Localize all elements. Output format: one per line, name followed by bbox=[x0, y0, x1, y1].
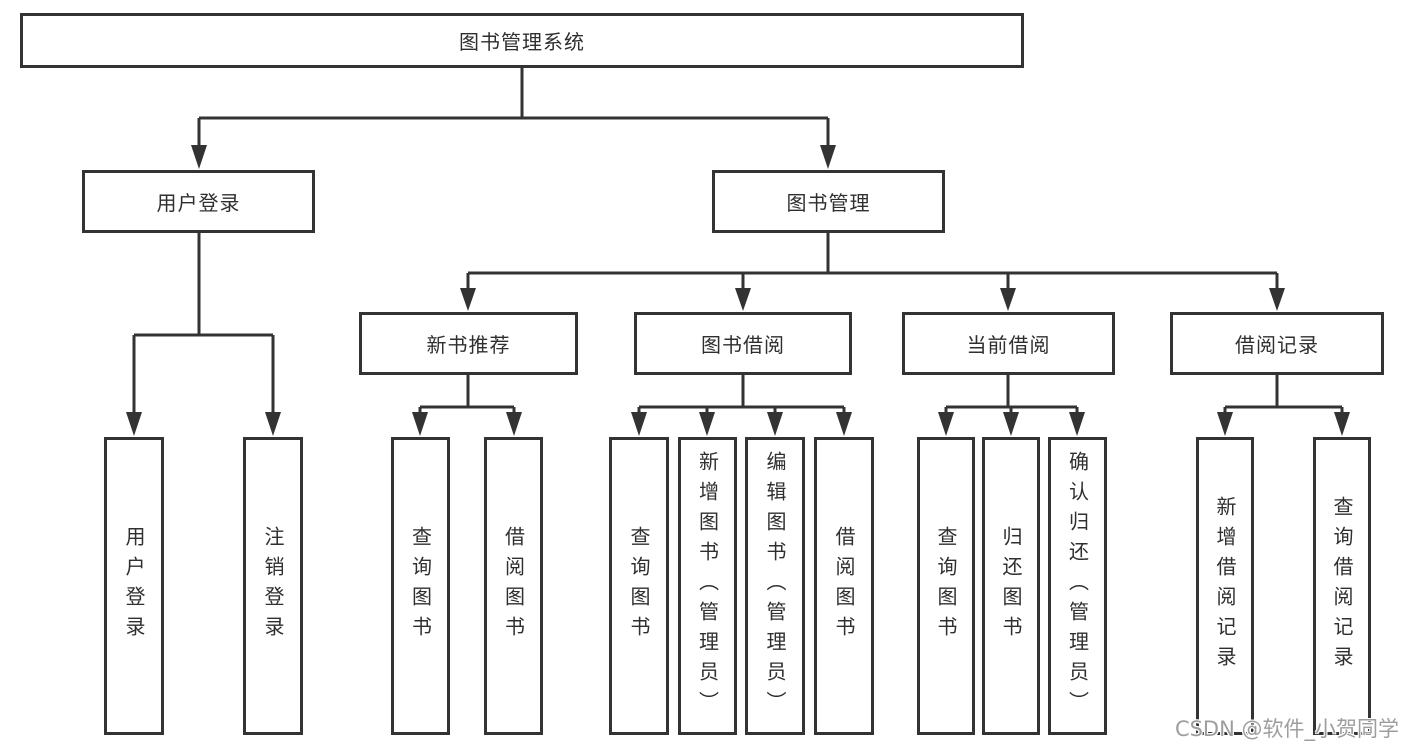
node-label: 新增图书（管理员） bbox=[695, 451, 720, 721]
node-label: 查询图书 bbox=[627, 526, 651, 646]
leaf-logout: 注销登录 bbox=[243, 437, 303, 735]
node-label: 确认归还（管理员） bbox=[1065, 451, 1090, 721]
arrowhead-icon bbox=[631, 412, 647, 436]
connector-line bbox=[466, 233, 1279, 292]
connector-current-borrow-to-children bbox=[938, 375, 1085, 436]
node-label: 归还图书 bbox=[999, 526, 1023, 646]
node-label: 查询图书 bbox=[934, 526, 958, 646]
node-label: 借阅图书 bbox=[832, 526, 856, 646]
node-user-login: 用户登录 bbox=[82, 170, 315, 233]
connector-book-borrow-to-children bbox=[631, 375, 852, 436]
leaf-query-books-current: 查询图书 bbox=[917, 437, 975, 735]
leaf-edit-books-admin: 编辑图书（管理员） bbox=[745, 437, 805, 735]
node-book-borrow: 图书借阅 bbox=[634, 312, 852, 375]
connector-line bbox=[418, 375, 516, 416]
leaf-query-books-borrow: 查询图书 bbox=[609, 437, 669, 735]
arrowhead-icon bbox=[265, 412, 281, 436]
arrowhead-icon bbox=[460, 288, 476, 311]
leaf-confirm-return-admin: 确认归还（管理员） bbox=[1048, 437, 1107, 735]
arrowhead-icon bbox=[1269, 288, 1285, 311]
connector-new-book-to-children bbox=[412, 375, 522, 436]
connector-line bbox=[132, 233, 275, 416]
arrowhead-icon bbox=[938, 412, 954, 436]
node-root-system: 图书管理系统 bbox=[20, 13, 1024, 68]
arrowhead-icon bbox=[1217, 412, 1233, 436]
node-label: 查询图书 bbox=[408, 526, 433, 646]
node-label: 借阅记录 bbox=[1235, 333, 1319, 357]
node-label: 图书管理系统 bbox=[459, 30, 585, 54]
arrowhead-icon bbox=[191, 145, 207, 169]
arrowhead-icon bbox=[699, 412, 715, 436]
connector-root-to-level2 bbox=[191, 68, 836, 169]
node-label: 新书推荐 bbox=[426, 333, 511, 357]
connector-line bbox=[1223, 375, 1344, 416]
csdn-watermark: CSDN @软件_小贺同学 bbox=[1174, 717, 1399, 741]
arrowhead-icon bbox=[1003, 412, 1019, 436]
arrowhead-icon bbox=[506, 412, 522, 436]
connector-borrow-record-to-children bbox=[1217, 375, 1350, 436]
node-label: 注销登录 bbox=[261, 526, 285, 646]
leaf-user-login: 用户登录 bbox=[104, 437, 164, 735]
connector-book-mgmt-to-level3 bbox=[460, 233, 1285, 311]
arrowhead-icon bbox=[767, 412, 783, 436]
node-label: 图书管理 bbox=[786, 191, 871, 215]
node-borrow-record: 借阅记录 bbox=[1170, 312, 1384, 375]
node-book-management: 图书管理 bbox=[712, 170, 945, 233]
node-label: 编辑图书（管理员） bbox=[763, 451, 787, 721]
node-label: 当前借阅 bbox=[966, 333, 1051, 357]
node-label: 用户登录 bbox=[156, 191, 241, 215]
leaf-query-borrow-record: 查询借阅记录 bbox=[1313, 437, 1371, 735]
connector-line bbox=[944, 375, 1079, 416]
arrowhead-icon bbox=[836, 412, 852, 436]
node-label: 新增借阅记录 bbox=[1213, 496, 1237, 676]
connector-user-login-to-children bbox=[126, 233, 281, 436]
node-current-borrow: 当前借阅 bbox=[902, 312, 1115, 375]
arrowhead-icon bbox=[735, 288, 751, 311]
arrowhead-icon bbox=[1069, 412, 1085, 436]
arrowhead-icon bbox=[412, 412, 428, 436]
leaf-add-borrow-record: 新增借阅记录 bbox=[1196, 437, 1254, 735]
node-label: 借阅图书 bbox=[501, 526, 526, 646]
connector-line bbox=[197, 68, 830, 150]
arrowhead-icon bbox=[126, 412, 142, 436]
node-label: 查询借阅记录 bbox=[1330, 496, 1354, 676]
node-new-book-recommend: 新书推荐 bbox=[359, 312, 578, 375]
node-label: 用户登录 bbox=[122, 526, 146, 646]
arrowhead-icon bbox=[820, 145, 836, 169]
leaf-borrow-books: 借阅图书 bbox=[814, 437, 874, 735]
connector-line bbox=[637, 375, 846, 416]
arrowhead-icon bbox=[1000, 288, 1016, 311]
arrowhead-icon bbox=[1334, 412, 1350, 436]
leaf-return-books: 归还图书 bbox=[982, 437, 1040, 735]
node-label: 图书借阅 bbox=[701, 333, 785, 357]
leaf-add-books-admin: 新增图书（管理员） bbox=[678, 437, 737, 735]
leaf-query-books-recommend: 查询图书 bbox=[391, 437, 450, 735]
leaf-borrow-books-recommend: 借阅图书 bbox=[484, 437, 543, 735]
